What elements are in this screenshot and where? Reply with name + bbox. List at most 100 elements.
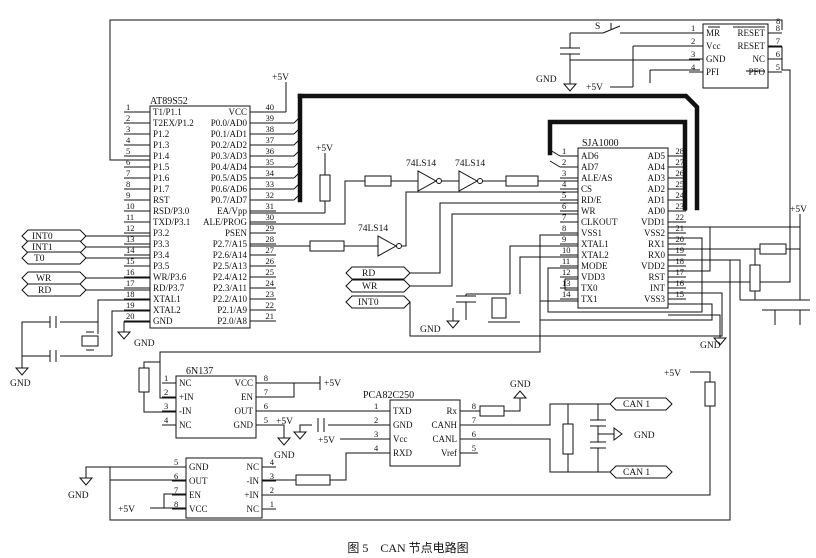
ground-icon	[116, 331, 132, 340]
opto2-gnd-label: GND	[68, 491, 89, 501]
sja-pin-signal: VSS1	[581, 228, 602, 238]
mcu-pin-number: 11	[126, 212, 134, 222]
opto2-pin-number: 6	[174, 471, 178, 481]
supervisor-pin-number: 4	[691, 62, 696, 72]
supervisor-pin-number: 5	[776, 62, 780, 72]
port-int1: INT1	[21, 240, 87, 254]
opto2-pin-number: 5	[174, 457, 178, 467]
sja-pin-number: 8	[562, 223, 566, 233]
rxd-resistor	[295, 474, 331, 486]
transceiver-pin-number: 7	[472, 415, 476, 425]
mcu-pin-number: 38	[266, 124, 275, 134]
mcu-pin-number: 9	[126, 190, 130, 200]
opto1-resistor	[138, 367, 150, 393]
mcu-pin-number: 15	[126, 256, 135, 266]
svg-text:RD: RD	[362, 269, 375, 279]
mcu-pin-number: 34	[266, 168, 275, 178]
data-bus-inner	[547, 119, 688, 211]
opto2-pin-signal: EN	[189, 490, 201, 500]
opto1-vcc-label: +5V	[324, 379, 341, 389]
port-int0: INT0	[21, 229, 87, 243]
mcu-pin-signal: P3.4	[153, 250, 170, 260]
mcu-pin-signal: P0.1/AD1	[211, 129, 247, 139]
mcu-pin-signal: PSEN	[225, 228, 248, 238]
reset-line-to-sja	[668, 46, 791, 283]
sja-pin-number: 27	[676, 157, 685, 167]
supervisor-pin-number: 1	[691, 23, 695, 33]
opto1-pin-signal: +IN	[179, 392, 194, 402]
pca-body	[389, 399, 461, 467]
mcu-pin-signal: P0.2/AD2	[211, 140, 247, 150]
supervisor-pin-signal: MR	[706, 28, 720, 38]
rs-resistor	[479, 405, 505, 417]
mcu-pin-signal: GND	[153, 316, 173, 326]
pca-cap-vcc: +5V	[276, 417, 293, 427]
svg-text:CAN 1: CAN 1	[623, 468, 650, 478]
ground-icon	[276, 437, 292, 446]
mcu-pin-signal: P2.7/A15	[213, 239, 248, 249]
sja-pin-number: 5	[562, 190, 566, 200]
sja-pin-number: 6	[562, 201, 566, 211]
sja-pin-number: 16	[676, 278, 685, 288]
opto2-vcc-label: +5V	[118, 505, 135, 515]
mcu-pin-signal: P2.4/A12	[213, 272, 247, 282]
ad-bus-ties	[549, 149, 687, 212]
sja-pin-signal: TX0	[581, 283, 598, 293]
transceiver-pin-number: 3	[374, 429, 378, 439]
opto2-pin-number: 1	[270, 499, 274, 509]
mcu-pin-number: 33	[266, 179, 275, 189]
port-wr-sja: WR	[345, 279, 411, 293]
opto1-pin-number: 3	[164, 401, 168, 411]
sja-pin-signal: AD0	[648, 206, 666, 216]
opto1-pin-signal: NC	[179, 420, 192, 430]
transceiver-pin-signal: Vref	[441, 448, 457, 458]
mcu-pin-signal: P2.1/A9	[217, 305, 247, 315]
opto1-pin-signal: GND	[234, 420, 254, 430]
mcu-pin-number: 30	[266, 212, 275, 222]
mcu-pin-number: 25	[266, 267, 275, 277]
mcu-pin-number: 32	[266, 190, 275, 200]
opto1-pin-signal: VCC	[234, 378, 253, 388]
port-can-h: CAN 1	[609, 397, 673, 411]
port-t0: T0	[21, 251, 87, 265]
sja-gnd2-label: GND	[700, 341, 721, 351]
mcu-pin-signal: XTAL2	[153, 305, 181, 315]
opto1-pin-number: 7	[264, 387, 268, 397]
sja-pin-signal: AD6	[581, 151, 599, 161]
sja-pin-number: 15	[676, 289, 685, 299]
mcu-pin-number: 37	[266, 135, 275, 145]
mcu-pin-number: 10	[126, 201, 135, 211]
sup-vcc-label: +5V	[586, 83, 603, 93]
mcu-pin-signal: P2.2/A10	[213, 294, 248, 304]
sja-pin-signal: XTAL2	[581, 250, 609, 260]
mcu-pin-signal: T2EX/P1.2	[153, 118, 194, 128]
svg-text:WR: WR	[36, 274, 52, 284]
mcu-pin-signal: TXD/P3.1	[153, 217, 190, 227]
sja-crystal	[491, 297, 507, 319]
mcu-pin-signal: P3.5	[153, 261, 170, 271]
opto2-pin-number: 8	[174, 499, 178, 509]
sja-pin-signal: VDD2	[641, 261, 665, 271]
opto2-pin-signal: -IN	[247, 476, 260, 486]
mcu-pin-number: 17	[126, 278, 135, 288]
inverter-2	[458, 170, 479, 192]
sja-pin-signal: WR	[581, 206, 596, 216]
sja-pin-number: 19	[676, 245, 685, 255]
ground-icon	[14, 367, 30, 376]
mcu-pin-signal: XTAL1	[153, 294, 181, 304]
opto2-pin-number: 4	[270, 457, 275, 467]
sja-pin-number: 7	[562, 212, 566, 222]
sja-pin-signal: VSS2	[644, 228, 665, 238]
sja-pin-signal: RST	[648, 272, 665, 282]
mcu-gnd-label: GND	[10, 379, 31, 389]
ale-wire	[250, 180, 365, 225]
mcu-pin-number: 14	[126, 245, 135, 255]
mcu-pin-number: 23	[266, 289, 275, 299]
pca-gnd-label: GND	[510, 380, 531, 390]
sja-pin-signal: CLKOUT	[581, 217, 618, 227]
sja-pin-number: 14	[562, 289, 571, 299]
mcu-pin-number: 39	[266, 113, 275, 123]
svg-text:RD: RD	[38, 286, 51, 296]
